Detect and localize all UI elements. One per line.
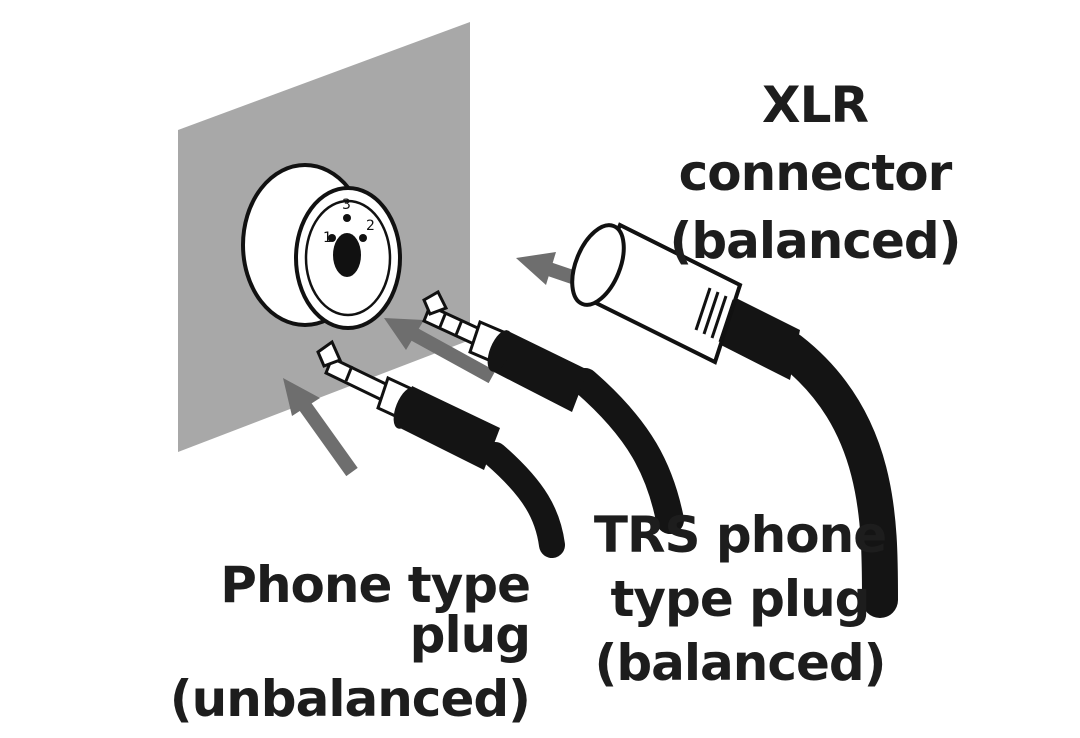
xlr-label-line-2: connector (678, 144, 953, 202)
pin-number-2: 2 (366, 218, 375, 234)
trs-label-line-2: type plug (610, 570, 871, 628)
combo-jack: 1 2 3 (241, 163, 402, 330)
xlr-connector (570, 222, 898, 618)
xlr-connector-label: XLR connector (balanced) (660, 80, 970, 284)
arrow-trs-plug (384, 318, 496, 384)
trs-label-line-1: TRS phone (593, 506, 887, 564)
xlr-strain-relief (715, 290, 800, 380)
phone-label-line-1: Phone type plug (220, 556, 531, 664)
phone-cable (482, 442, 565, 558)
xlr-cable (772, 332, 898, 618)
pin-number-3: 3 (342, 197, 351, 213)
trs-plug-label: TRS phone type plug (balanced) (590, 510, 890, 702)
trs-plug (422, 289, 684, 534)
xlr-grip-ridges (694, 287, 736, 343)
trs-cable (571, 368, 684, 534)
phone-plug (316, 339, 565, 558)
xlr-label-line-1: XLR (762, 76, 869, 134)
trs-plug-body (494, 330, 588, 412)
phone-label-line-2: (unbalanced) (169, 670, 531, 728)
phone-plug-body (400, 386, 500, 470)
arrow-phone-plug (283, 378, 358, 477)
trs-label-line-3: (balanced) (594, 634, 886, 692)
phone-plug-label: Phone type plug (unbalanced) (90, 556, 531, 738)
pin-number-1: 1 (323, 230, 332, 246)
xlr-label-line-3: (balanced) (669, 212, 961, 270)
